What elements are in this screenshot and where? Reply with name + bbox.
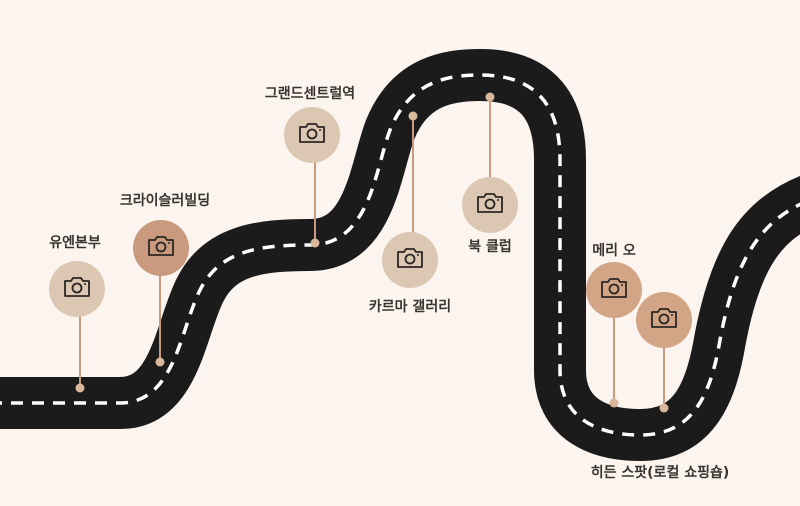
- camera-icon: [649, 306, 679, 334]
- camera-icon: [395, 246, 425, 274]
- stop-label-6: 메리 오: [592, 243, 636, 259]
- stop-road-dot: [485, 92, 495, 102]
- camera-icon: [599, 276, 629, 304]
- stop-road-dot: [75, 383, 85, 393]
- stop-label-4: 카르마 갤러리: [368, 299, 452, 315]
- stop-connector-line: [489, 97, 491, 205]
- road-center-dashes: [0, 73, 800, 437]
- stop-label-7: 히든 스팟(로컬 쇼핑숍): [590, 465, 730, 481]
- stop-connector-line: [412, 116, 414, 260]
- stop-label-2: 크라이슬러빌딩: [119, 193, 211, 209]
- stop-connector-line: [663, 320, 665, 408]
- stop-pin-5[interactable]: [462, 177, 518, 233]
- camera-icon: [146, 234, 176, 262]
- camera-icon: [475, 191, 505, 219]
- stop-road-dot: [659, 403, 669, 413]
- stop-pin-2[interactable]: [133, 220, 189, 276]
- stop-connector-line: [79, 289, 81, 388]
- stop-label-3: 그랜드센트럴역: [264, 86, 356, 102]
- stop-connector-line: [159, 248, 161, 362]
- stop-connector-line: [613, 290, 615, 403]
- stop-label-5: 북 클럽: [468, 239, 512, 255]
- stop-road-dot: [310, 238, 320, 248]
- stop-connector-line: [314, 135, 316, 243]
- stop-road-dot: [155, 357, 165, 367]
- stop-pin-7[interactable]: [636, 292, 692, 348]
- stop-pin-1[interactable]: [49, 261, 105, 317]
- camera-icon: [62, 275, 92, 303]
- stop-road-dot: [609, 398, 619, 408]
- stop-pin-6[interactable]: [586, 262, 642, 318]
- stop-pin-3[interactable]: [284, 107, 340, 163]
- stop-pin-4[interactable]: [382, 232, 438, 288]
- stop-road-dot: [408, 111, 418, 121]
- stop-label-1: 유엔본부: [49, 235, 101, 251]
- camera-icon: [297, 121, 327, 149]
